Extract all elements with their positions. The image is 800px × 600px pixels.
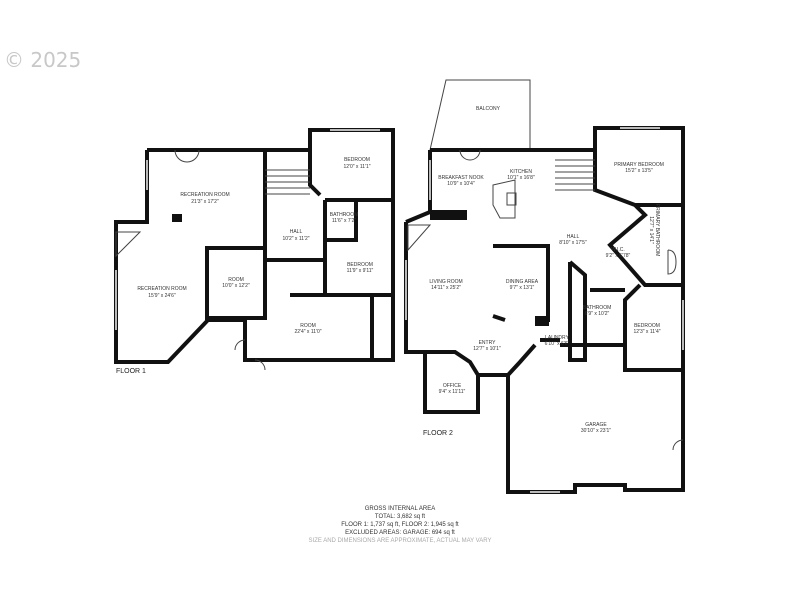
- room-name: DINING AREA: [506, 279, 539, 285]
- room-dims: 9'2" x 6'78": [606, 253, 631, 259]
- room-dims: 6'9" x 10'2": [585, 311, 610, 317]
- room-dims: 15'2" x 13'5": [625, 168, 653, 174]
- room-name: BALCONY: [476, 106, 501, 112]
- room-dims: 10'0" x 12'2": [222, 283, 250, 289]
- room-dims: 12'7" x 10'1": [473, 346, 501, 352]
- room-name: ENTRY: [479, 340, 497, 346]
- room-name: LAUNDRY: [545, 335, 569, 341]
- area-summary: GROSS INTERNAL AREA TOTAL: 3,682 sq ft F…: [300, 505, 500, 545]
- room-name: BEDROOM: [347, 262, 373, 268]
- room-name: BEDROOM: [634, 323, 660, 329]
- room-dims: 9'4" x 11'11": [439, 389, 466, 395]
- room-name: HALL: [290, 229, 303, 235]
- floor-2-plan: BALCONY BREAKFAST NOOK 10'9" x 10'4" KIT…: [404, 79, 685, 494]
- room-name: PRIMARY BATHROOM: [654, 204, 660, 257]
- room-name: OFFICE: [443, 383, 462, 389]
- room-dims: 12'3" x 11'4": [633, 329, 660, 335]
- room-name: LIVING ROOM: [429, 279, 462, 285]
- summary-total: TOTAL: 3,682 sq ft: [374, 514, 426, 520]
- room-name: BATHROOM: [330, 212, 359, 218]
- floor-2-room-labels: BALCONY BREAKFAST NOOK 10'9" x 10'4" KIT…: [429, 106, 664, 434]
- floor-2-label: FLOOR 2: [423, 430, 453, 437]
- room-name: PRIMARY BEDROOM: [614, 162, 664, 168]
- room-name: HALL: [567, 234, 580, 240]
- floor-1-room-labels: RECREATION ROOM 21'3" x 17'2" RECREATION…: [137, 157, 373, 335]
- room-dims: 15'9" x 24'6": [148, 293, 176, 299]
- summary-floors: FLOOR 1: 1,737 sq ft, FLOOR 2: 1,945 sq …: [341, 522, 459, 528]
- room-name: RECREATION ROOM: [137, 286, 186, 292]
- room-dims: 11'9" x 9'11": [347, 268, 374, 274]
- summary-disclaimer: SIZE AND DIMENSIONS ARE APPROXIMATE, ACT…: [308, 538, 492, 544]
- room-name: ROOM: [228, 277, 244, 283]
- room-dims: 10'2" x 11'2": [282, 236, 309, 242]
- room-dims: 30'10" x 23'1": [581, 428, 611, 434]
- summary-excluded: EXCLUDED AREAS: GARAGE: 694 sq ft: [345, 530, 455, 536]
- room-dims: 9'7" x 13'1": [510, 285, 535, 291]
- room-dims: 8'10" x 17'5": [559, 240, 587, 246]
- room-dims: 14'11" x 25'2": [431, 285, 461, 291]
- room-name: BEDROOM: [344, 157, 370, 163]
- floor-1-plan: RECREATION ROOM 21'3" x 17'2" RECREATION…: [114, 128, 395, 375]
- room-name: GARAGE: [585, 422, 607, 428]
- room-name: RECREATION ROOM: [180, 192, 229, 198]
- copyright-watermark: © 2025: [4, 48, 82, 72]
- room-dims: 22'4" x 11'0": [294, 329, 321, 335]
- room-dims: 12'7" x 14'1": [648, 216, 654, 244]
- room-dims: 10'1" x 16'8": [507, 175, 535, 181]
- summary-title: GROSS INTERNAL AREA: [364, 506, 436, 512]
- room-dims: 10'9" x 10'4": [447, 181, 475, 187]
- room-name: BATHROOM: [583, 305, 612, 311]
- room-dims: 12'0" x 11'1": [343, 164, 370, 170]
- room-dims: 11'6" x 7'2": [332, 218, 356, 224]
- room-name: ROOM: [300, 323, 316, 329]
- floor-1-label: FLOOR 1: [116, 368, 146, 375]
- room-dims: 6'10" x 6'6": [545, 341, 570, 347]
- room-name: BREAKFAST NOOK: [438, 175, 484, 181]
- room-name: W.I.C.: [611, 247, 625, 253]
- room-name: KITCHEN: [510, 169, 532, 175]
- room-dims: 21'3" x 17'2": [191, 199, 219, 205]
